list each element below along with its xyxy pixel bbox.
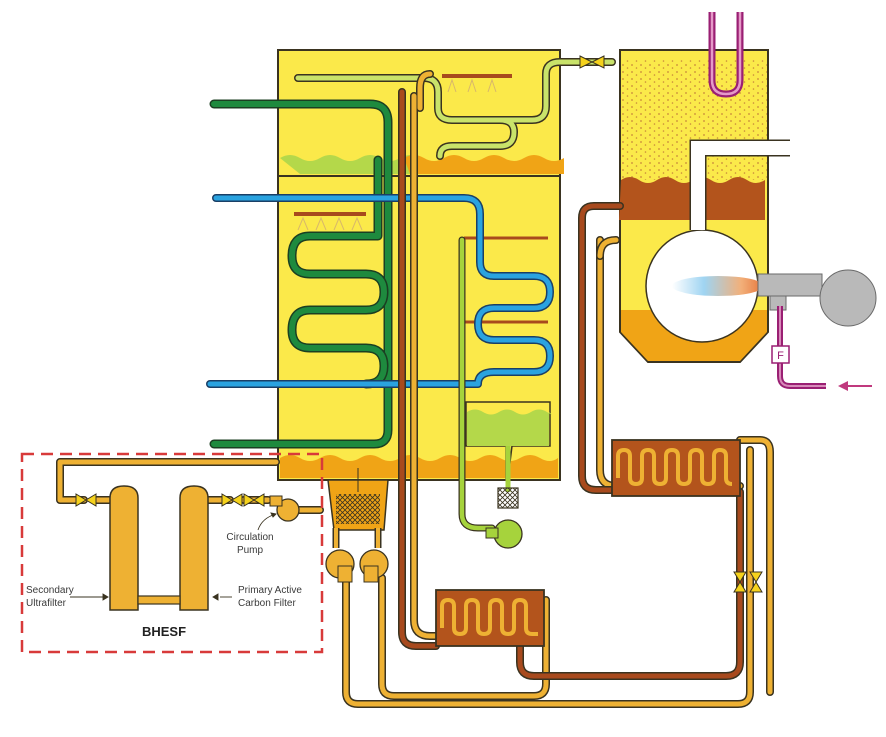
burner-blower — [819, 269, 877, 327]
blue-cooling-coil — [206, 194, 554, 388]
main-tank-upper — [277, 49, 561, 177]
secondary-ultrafilter-label-line2: Ultrafilter — [26, 598, 67, 609]
inline-filter-icon — [497, 487, 519, 509]
flow-meter-icon: F — [771, 345, 790, 364]
bhesf-valves-icon — [75, 493, 265, 507]
bhesf-title: BHESF — [142, 624, 186, 639]
fuel-inlet-arrow-icon — [838, 381, 872, 391]
circulation-pump-label-line1: Circulation — [226, 532, 273, 543]
flow-meter-label: F — [777, 350, 784, 362]
yellow-pipe-network — [56, 70, 774, 708]
vapor-line — [294, 58, 616, 160]
settling-green-liquid — [467, 409, 552, 446]
burner-duct — [757, 273, 823, 297]
label-pointers — [70, 512, 277, 601]
bhesf-boundary — [20, 452, 324, 654]
circulation-pump-label-line2: Pump — [237, 545, 264, 556]
upper-liquid-orange — [404, 155, 564, 174]
settling-vessel — [465, 401, 552, 492]
top-valve-icon — [579, 55, 605, 69]
sludge-pump-right-icon — [359, 528, 389, 583]
bottom-hopper — [327, 468, 389, 531]
secondary-ultrafilter-label-line1: Secondary — [26, 585, 74, 596]
light-green-return — [458, 236, 496, 532]
upper-heat-exchanger — [611, 439, 741, 497]
filter-connector — [137, 595, 181, 605]
boiler-vessel — [619, 49, 877, 363]
primary-filter-label-line1: Primary Active — [238, 585, 302, 596]
main-tank — [277, 49, 564, 481]
lower-heat-exchanger — [435, 589, 545, 647]
green-heating-coil — [209, 99, 393, 449]
brown-pipe-network — [398, 88, 744, 680]
primary-filter-label-line2: Carbon Filter — [238, 598, 296, 609]
circulation-pump-icon — [269, 495, 300, 522]
primary-carbon-filter-vessel — [179, 485, 209, 611]
secondary-ultrafilter-vessel — [109, 485, 139, 611]
spray-nozzles — [297, 78, 497, 231]
sludge-pump-left-icon — [325, 528, 355, 583]
bottom-sludge — [280, 455, 558, 478]
burner-flame — [672, 276, 764, 296]
green-pump-icon — [485, 519, 523, 549]
right-valves-icon — [733, 571, 763, 593]
